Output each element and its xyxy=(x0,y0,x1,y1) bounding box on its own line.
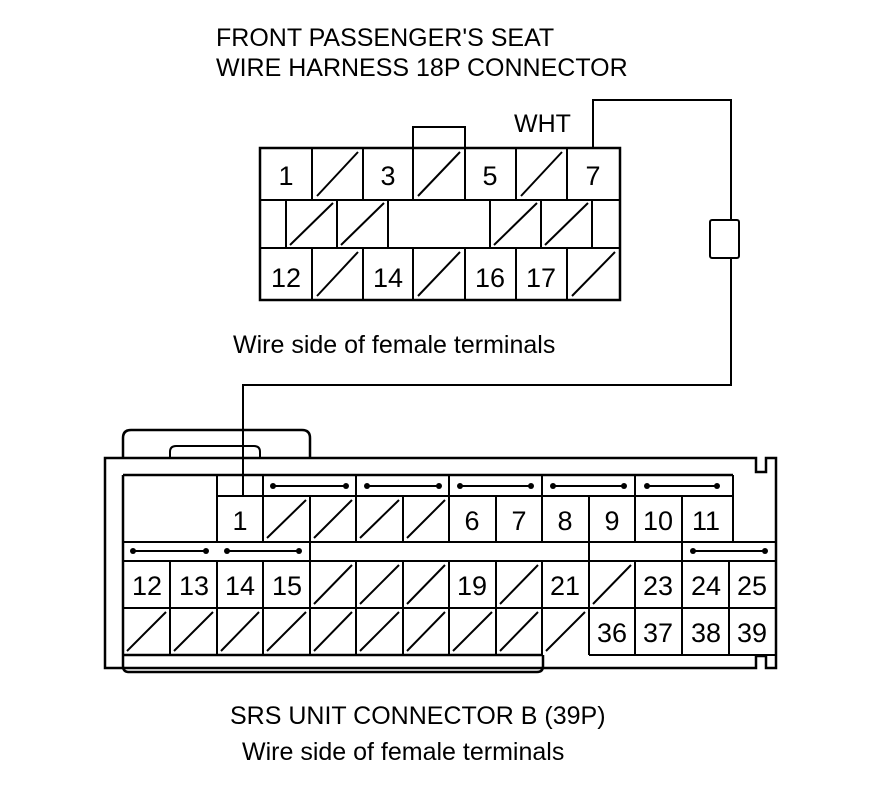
empty-cavity xyxy=(592,564,632,605)
empty-cavity xyxy=(313,564,353,605)
seat-connector: FRONT PASSENGER'S SEAT WIRE HARNESS 18P … xyxy=(216,24,628,359)
srs-connector-title: SRS UNIT CONNECTOR B (39P) xyxy=(230,702,606,730)
empty-cavity xyxy=(406,564,446,605)
seat-pin-3: 3 xyxy=(380,161,395,191)
seat-connector-title-line2: WIRE HARNESS 18P CONNECTOR xyxy=(216,54,628,82)
empty-cavity xyxy=(406,499,446,539)
empty-cavity xyxy=(359,499,400,539)
srs-pin-14: 14 xyxy=(225,571,255,601)
empty-cavity xyxy=(499,611,539,652)
shorting-bar xyxy=(364,483,442,489)
empty-cavity xyxy=(499,564,539,605)
seat-pin-7: 7 xyxy=(585,161,600,191)
seat-pin-16: 16 xyxy=(475,263,505,293)
srs-connector-body xyxy=(103,456,778,670)
srs-pin-37: 37 xyxy=(643,618,673,648)
empty-cavity xyxy=(544,202,589,246)
seat-pin-14: 14 xyxy=(373,263,403,293)
srs-pin-7: 7 xyxy=(511,506,526,536)
empty-cavity xyxy=(417,251,461,297)
shorting-bar xyxy=(224,548,302,554)
srs-pin-9: 9 xyxy=(604,506,619,536)
srs-pin-39: 39 xyxy=(737,618,767,648)
srs-connector-latch xyxy=(121,428,312,458)
shorting-bar xyxy=(644,483,720,489)
srs-pin-11: 11 xyxy=(692,506,720,536)
empty-cavity xyxy=(313,499,353,539)
seat-connector-lock-tab xyxy=(412,126,466,148)
empty-cavity xyxy=(359,611,400,652)
wire-connector-icon xyxy=(709,219,740,259)
empty-cavity xyxy=(313,611,353,652)
srs-pin-21: 21 xyxy=(550,571,580,601)
shorting-bar xyxy=(130,548,209,554)
srs-pin-8: 8 xyxy=(557,506,572,536)
wire-wht xyxy=(242,99,740,496)
shorting-bar xyxy=(550,483,627,489)
srs-pin-19: 19 xyxy=(457,571,487,601)
empty-cavity xyxy=(220,611,260,652)
empty-cavity xyxy=(417,151,461,197)
seat-connector-caption: Wire side of female terminals xyxy=(233,331,555,359)
empty-cavity xyxy=(545,611,586,652)
shorting-bar xyxy=(690,548,768,554)
empty-cavity xyxy=(340,202,385,246)
empty-cavity xyxy=(359,564,400,605)
srs-connector-caption: Wire side of female terminals xyxy=(242,738,564,766)
empty-cavity xyxy=(452,611,493,652)
srs-pin-13: 13 xyxy=(179,571,209,601)
seat-connector-body xyxy=(258,146,622,302)
empty-cavity xyxy=(520,151,563,197)
srs-connector: 1 6 7 8 9 10 11 12 13 14 15 19 21 23 24 … xyxy=(103,428,778,766)
empty-cavity xyxy=(493,202,538,246)
seat-pin-17: 17 xyxy=(526,263,556,293)
srs-pin-23: 23 xyxy=(643,571,673,601)
empty-cavity xyxy=(266,611,307,652)
wire-color-label: WHT xyxy=(514,110,571,138)
seat-connector-title-line1: FRONT PASSENGER'S SEAT xyxy=(216,24,554,52)
empty-cavity xyxy=(406,611,446,652)
empty-cavity xyxy=(316,151,359,197)
empty-cavity xyxy=(316,251,359,297)
srs-pin-25: 25 xyxy=(737,571,767,601)
srs-pin-12: 12 xyxy=(132,571,162,601)
empty-cavity xyxy=(173,611,214,652)
seat-pin-5: 5 xyxy=(482,161,497,191)
empty-cavity xyxy=(126,611,167,652)
srs-pin-36: 36 xyxy=(597,618,627,648)
srs-pin-38: 38 xyxy=(691,618,721,648)
shorting-bar xyxy=(270,483,349,489)
seat-pin-12: 12 xyxy=(271,263,301,293)
srs-pin-1: 1 xyxy=(232,506,247,536)
empty-cavity xyxy=(266,499,307,539)
seat-pin-1: 1 xyxy=(278,161,293,191)
srs-pin-15: 15 xyxy=(272,571,302,601)
srs-pin-24: 24 xyxy=(691,571,721,601)
srs-pin-10: 10 xyxy=(643,506,673,536)
empty-cavity xyxy=(571,251,616,297)
empty-cavity xyxy=(289,202,334,246)
shorting-bar xyxy=(457,483,534,489)
srs-pin-6: 6 xyxy=(464,506,479,536)
